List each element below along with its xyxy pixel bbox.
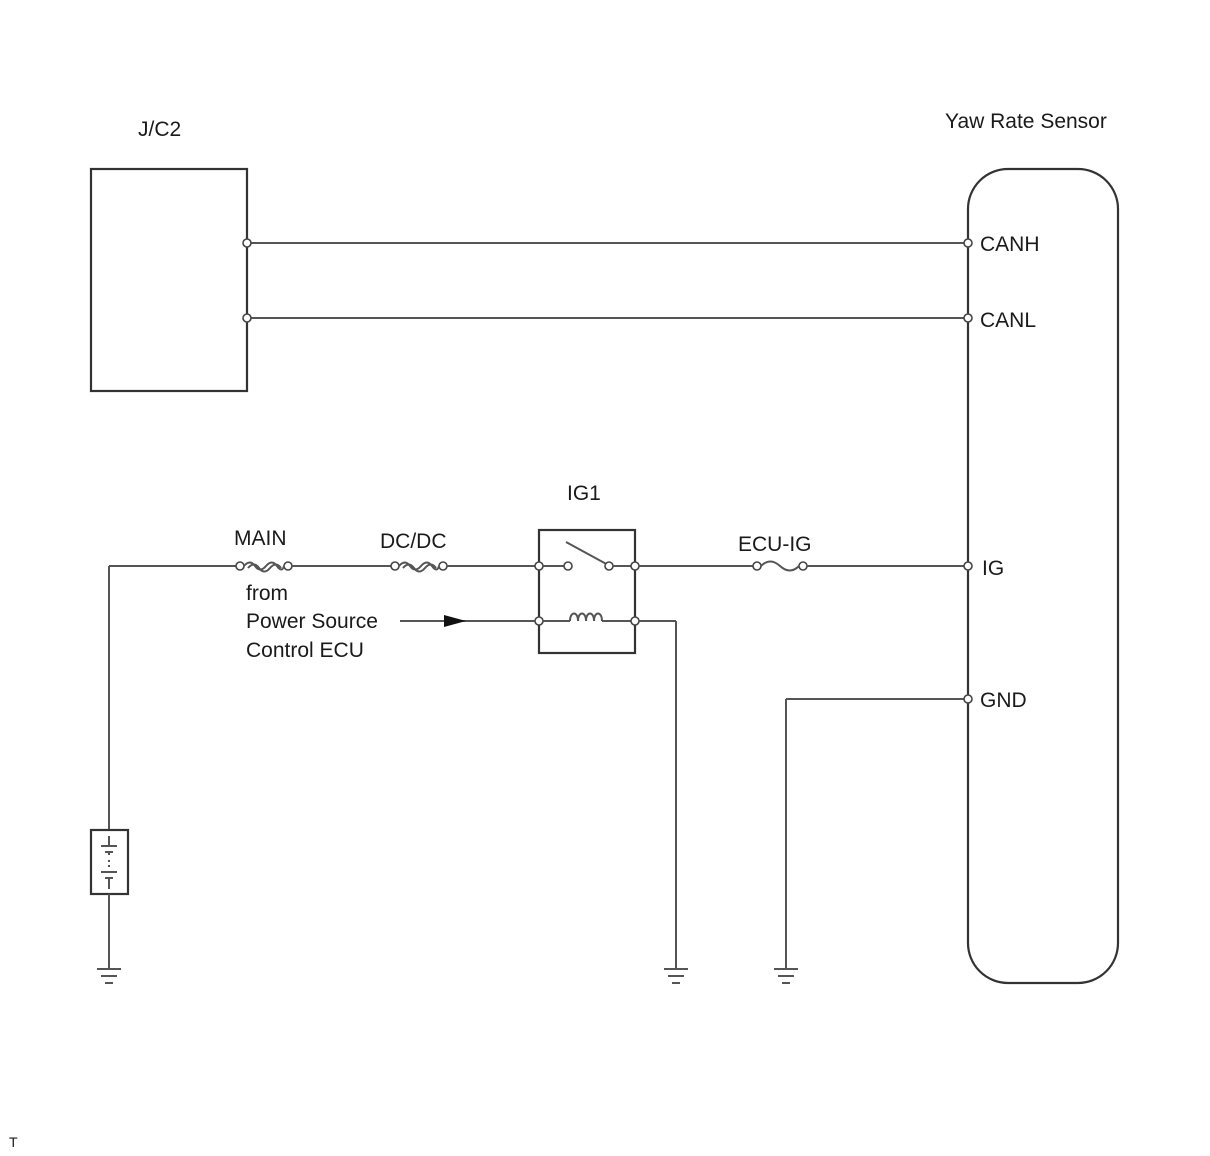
relay-ground-icon: [664, 968, 688, 984]
ecu-ig-fuse-icon: [752, 560, 808, 572]
yaw-rate-sensor-box: [966, 167, 1120, 985]
battery-icon: [89, 828, 130, 896]
dcdc-fuse-icon: [390, 561, 448, 573]
jc2-box: [89, 167, 249, 393]
ig-label: IG: [982, 557, 1004, 580]
signal-source-line3: Control ECU: [246, 639, 364, 662]
relay-switch-contact-icon: [534, 541, 640, 571]
sensor-gnd-terminal: [963, 694, 973, 704]
sensor-ground-icon: [774, 968, 798, 984]
ig1-relay-box: [537, 528, 637, 655]
footer-mark: T: [9, 1134, 18, 1150]
sensor-canh-terminal: [963, 238, 973, 248]
jc2-canl-terminal: [242, 313, 252, 323]
main-fuse-icon: [235, 561, 293, 573]
ig1-relay-label: IG1: [567, 482, 601, 505]
yaw-rate-sensor-label: Yaw Rate Sensor: [945, 110, 1107, 133]
relay-coil-icon: [534, 612, 640, 626]
ecu-ig-fuse-label: ECU-IG: [738, 533, 812, 556]
battery-ground-icon: [97, 968, 121, 984]
jc2-label: J/C2: [138, 118, 181, 141]
jc2-canh-terminal: [242, 238, 252, 248]
main-fuse-label: MAIN: [234, 527, 287, 550]
control-signal-arrow-icon: [444, 615, 466, 627]
gnd-label: GND: [980, 689, 1027, 712]
sensor-canl-terminal: [963, 313, 973, 323]
canh-label: CANH: [980, 233, 1040, 256]
signal-source-line1: from: [246, 582, 288, 605]
signal-source-line2: Power Source: [246, 610, 378, 633]
canl-label: CANL: [980, 309, 1036, 332]
dcdc-fuse-label: DC/DC: [380, 530, 447, 553]
sensor-ig-terminal: [963, 561, 973, 571]
